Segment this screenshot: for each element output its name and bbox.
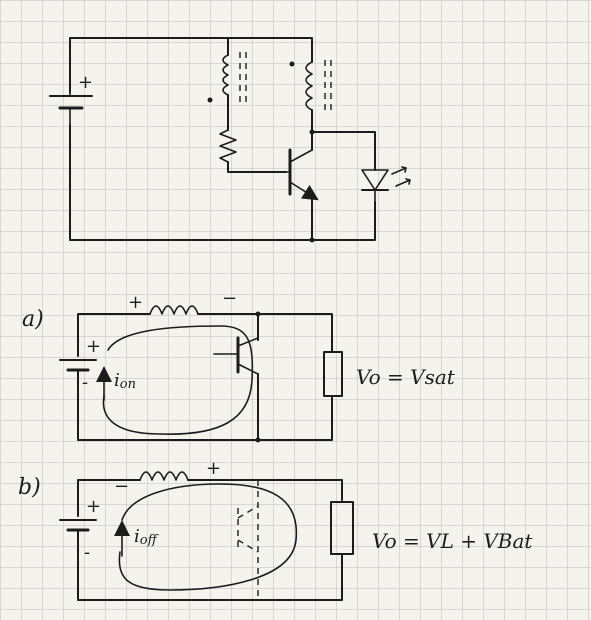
led-icon (361, 166, 411, 203)
a-current-label: ion (114, 370, 136, 392)
circuit-a: a) + − + - Vo = Vsat i (22, 288, 456, 443)
a-battery-plus-label: + (86, 336, 101, 357)
b-wire-bottom (77, 529, 343, 601)
a-battery-minus-label: - (82, 372, 88, 393)
load-resistor-icon (330, 501, 354, 555)
b-wire-top-right (187, 479, 343, 501)
inductor-icon (289, 60, 332, 111)
battery-icon (49, 91, 93, 126)
circuit-b: b) − + + - Vo = VL + VBat ioff (18, 458, 533, 601)
battery-plus-label: + (78, 72, 93, 93)
b-wire-left-top (77, 479, 141, 517)
transistor-icon (213, 336, 259, 375)
inductor-icon (149, 305, 199, 315)
b-battery-plus-label: + (86, 496, 101, 517)
transistor-icon (285, 148, 319, 201)
b-current-loop (118, 483, 298, 591)
junction-dot (255, 437, 261, 443)
inductor-icon (139, 471, 189, 481)
base-to-transistor-wire (227, 161, 287, 173)
a-inductor-minus-label: − (222, 288, 237, 309)
a-vo-label: Vo = Vsat (356, 365, 456, 389)
a-wire-left-top (77, 313, 151, 357)
a-current-loop (102, 325, 254, 435)
top-circuit: + (49, 37, 411, 243)
inductor-icon (207, 52, 247, 103)
resistor-icon (219, 129, 237, 163)
load-resistor-icon (323, 351, 343, 397)
a-wire-bottom (77, 369, 333, 441)
a-wire-top-right (197, 313, 333, 353)
b-current-label: ioff (134, 526, 160, 548)
led-branch-wire (311, 131, 376, 171)
top-wire-left-bottom (69, 124, 376, 241)
top-wire-top-rail (69, 37, 313, 63)
b-inductor-plus-label: + (206, 458, 221, 479)
part-b-label: b) (18, 475, 41, 500)
a-inductor-plus-label: + (128, 292, 143, 313)
part-a-label: a) (22, 307, 44, 332)
junction-dot (309, 237, 315, 243)
b-vo-label: Vo = VL + VBat (372, 529, 533, 553)
b-inductor-minus-label: − (114, 476, 129, 497)
transistor-icon (237, 480, 259, 600)
b-battery-minus-label: - (84, 542, 90, 563)
